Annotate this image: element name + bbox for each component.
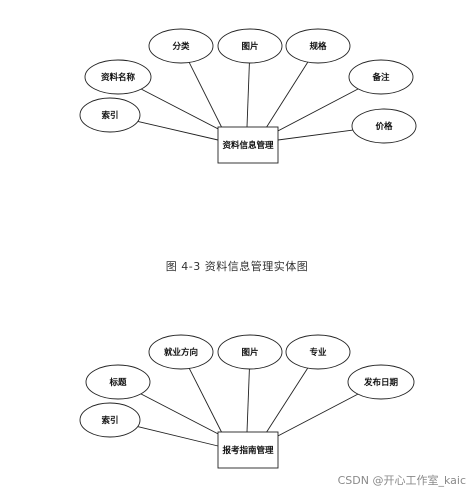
attribute-connector-line <box>265 61 309 129</box>
attribute-connector-line <box>277 129 353 141</box>
attribute-ellipse <box>285 334 351 370</box>
attribute-ellipse <box>351 108 417 144</box>
attribute-ellipse <box>347 364 415 400</box>
attribute-connector-line <box>273 393 359 439</box>
attribute-connector-line <box>188 368 223 434</box>
attribute-label: 图片 <box>241 347 258 358</box>
attribute-connector-line <box>265 367 309 434</box>
attribute-label: 标题 <box>108 377 127 388</box>
attribute-label: 发布日期 <box>363 377 399 388</box>
csdn-watermark: CSDN @开心工作室_kaic <box>337 474 466 487</box>
attribute-label: 索引 <box>101 415 118 426</box>
attribute-ellipse <box>84 59 152 95</box>
attribute-ellipse <box>148 334 214 370</box>
entity-box <box>217 431 279 469</box>
attribute-ellipse <box>348 59 414 95</box>
attribute-label: 规格 <box>309 41 327 52</box>
attribute-label: 图片 <box>241 41 258 52</box>
attribute-ellipse <box>79 402 141 438</box>
attribute-label: 资料名称 <box>101 72 136 83</box>
attribute-connector-line <box>141 88 227 134</box>
attribute-label: 价格 <box>375 121 393 132</box>
attribute-ellipse <box>79 97 141 133</box>
attribute-connector-line <box>246 62 250 128</box>
entity-box <box>217 126 279 164</box>
attribute-ellipse <box>85 364 151 400</box>
attribute-label: 专业 <box>309 347 327 358</box>
figure-caption: 图 4-3 资料信息管理实体图 <box>165 260 309 273</box>
entity-label: 资料信息管理 <box>222 140 274 151</box>
attribute-connector-line <box>137 426 219 447</box>
attribute-connector-line <box>246 368 250 433</box>
attribute-label: 分类 <box>172 41 190 52</box>
attribute-ellipse <box>148 28 214 64</box>
attribute-label: 备注 <box>371 72 390 83</box>
attribute-label: 就业方向 <box>164 347 198 358</box>
attribute-ellipse <box>285 28 351 64</box>
attribute-connector-line <box>188 62 223 129</box>
attribute-connector-line <box>137 120 219 141</box>
attribute-ellipse <box>217 334 283 370</box>
attribute-connector-line <box>140 393 227 439</box>
attribute-label: 索引 <box>101 110 118 121</box>
attribute-connector-line <box>273 88 359 134</box>
entity-label: 报考指南管理 <box>222 445 274 456</box>
attribute-ellipse <box>217 28 283 64</box>
